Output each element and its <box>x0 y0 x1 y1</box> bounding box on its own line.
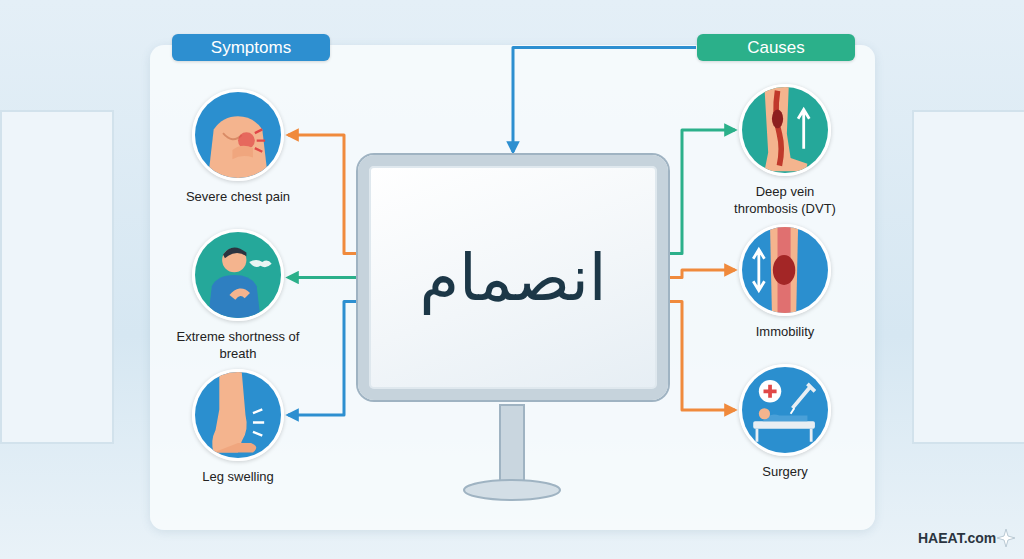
icon-illustration <box>742 87 828 173</box>
tab-title: Symptoms <box>172 34 330 61</box>
node-caption: Extreme shortness of breath <box>173 329 303 363</box>
connector-arrow <box>288 276 357 279</box>
icon-illustration <box>195 372 281 458</box>
icon-illustration <box>742 227 828 313</box>
icon-circle <box>739 84 831 176</box>
sparkle-icon <box>996 528 1016 548</box>
connector-arrow <box>669 302 735 411</box>
monitor-screen: انصمام <box>358 155 668 400</box>
connector-arrow <box>288 302 357 416</box>
icon-illustration <box>195 92 281 178</box>
icon-circle <box>192 229 284 321</box>
icon-circle <box>192 369 284 461</box>
symptom-node: Leg swelling <box>148 369 328 486</box>
symptom-node: Severe chest pain <box>148 89 328 206</box>
node-caption: Surgery <box>710 464 860 481</box>
wall-left <box>0 110 114 444</box>
icon-circle <box>739 364 831 456</box>
causes-tab: Causes <box>697 34 855 61</box>
screen-title: انصمام <box>419 241 606 315</box>
icon-circle <box>192 89 284 181</box>
connector-arrow <box>513 48 696 153</box>
wall-right <box>912 110 1024 444</box>
connector-arrow <box>288 135 357 254</box>
cause-node: Surgery <box>695 364 875 481</box>
icon-illustration <box>742 367 828 453</box>
watermark: HAEAT.com <box>918 530 996 546</box>
symptoms-tab: Symptoms <box>172 34 330 61</box>
icon-illustration <box>195 232 281 318</box>
icon-circle <box>739 224 831 316</box>
connector-arrow <box>669 130 735 254</box>
node-caption: Leg swelling <box>163 469 313 486</box>
node-caption: Deep vein thrombosis (DVT) <box>725 184 845 218</box>
tab-title: Causes <box>697 34 855 61</box>
symptom-node: Extreme shortness of breath <box>148 229 328 363</box>
node-caption: Severe chest pain <box>163 189 313 206</box>
connector-arrow <box>669 270 735 278</box>
cause-node: Immobility <box>695 224 875 341</box>
cause-node: Deep vein thrombosis (DVT) <box>695 84 875 218</box>
node-caption: Immobility <box>710 324 860 341</box>
